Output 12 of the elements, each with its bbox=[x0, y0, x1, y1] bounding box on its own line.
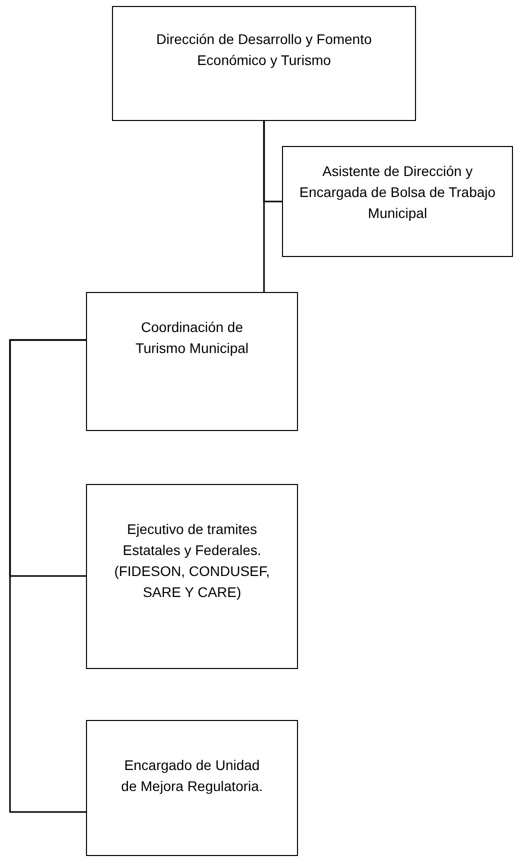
box-label: Encargado de Unidad de Mejora Regulatoria. bbox=[120, 756, 264, 796]
org-box bbox=[86, 484, 298, 669]
box-label: Ejecutivo de tramites Estatales y Federales. (FIDESON, CONDUSEF, SARE Y CARE) bbox=[113, 520, 271, 602]
box-label: Dirección de Desarrollo y Fomento Económico y Turismo bbox=[155, 30, 373, 70]
connector-line bbox=[9, 339, 86, 813]
box-label: Asistente de Dirección y Encargada de Bolsa de Trabajo Municipal bbox=[298, 162, 497, 223]
org-box bbox=[86, 292, 298, 431]
org-box bbox=[86, 720, 298, 856]
connector-line bbox=[263, 121, 265, 292]
box-label: Coordinación de Turismo Municipal bbox=[134, 318, 250, 358]
org-box bbox=[282, 146, 513, 257]
org-box bbox=[112, 6, 416, 121]
